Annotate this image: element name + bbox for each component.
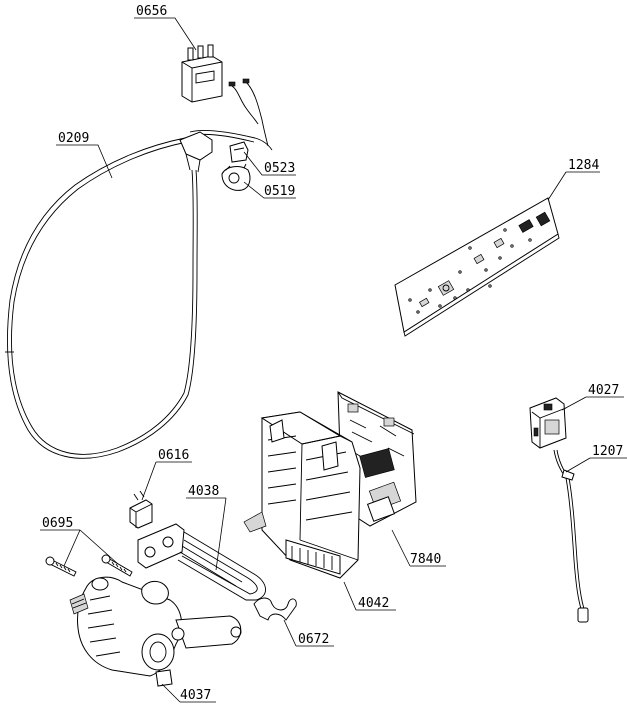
part-0672-clip[interactable] <box>253 597 297 621</box>
callout-1284: 1284 <box>568 158 599 173</box>
part-0209-mains-cable[interactable] <box>5 129 273 459</box>
callout-0519: 0519 <box>264 184 295 199</box>
part-4042-housing[interactable] <box>243 411 361 579</box>
callout-0616: 0616 <box>158 448 189 463</box>
callout-0209: 0209 <box>58 131 89 146</box>
part-4038-heater[interactable] <box>137 523 266 601</box>
callout-labels: 0656 0209 0523 0519 1284 4027 1207 0616 … <box>42 4 623 703</box>
leader-lines <box>40 17 627 703</box>
callout-0695: 0695 <box>42 516 73 531</box>
part-4037-motor[interactable] <box>69 576 242 687</box>
part-0616-sensor[interactable] <box>129 490 153 529</box>
part-4027-door-lock[interactable] <box>529 397 567 449</box>
part-1207-wire-harness[interactable] <box>553 449 589 623</box>
callout-4037: 4037 <box>180 688 211 703</box>
callout-0523: 0523 <box>264 161 295 176</box>
callout-4038: 4038 <box>188 484 219 499</box>
part-0656-filter[interactable] <box>181 44 269 147</box>
part-0523-clip[interactable] <box>229 141 249 163</box>
callout-1207: 1207 <box>592 444 623 459</box>
part-1284-control-board[interactable] <box>394 197 560 337</box>
callout-0672: 0672 <box>298 632 329 647</box>
callout-4042: 4042 <box>358 596 389 611</box>
callout-0656: 0656 <box>136 4 167 19</box>
callout-7840: 7840 <box>410 552 441 567</box>
callout-4027: 4027 <box>588 383 619 398</box>
part-7840-power-module[interactable] <box>337 391 417 527</box>
part-0519-grommet[interactable] <box>221 163 251 191</box>
part-0695-screws[interactable] <box>45 554 133 577</box>
